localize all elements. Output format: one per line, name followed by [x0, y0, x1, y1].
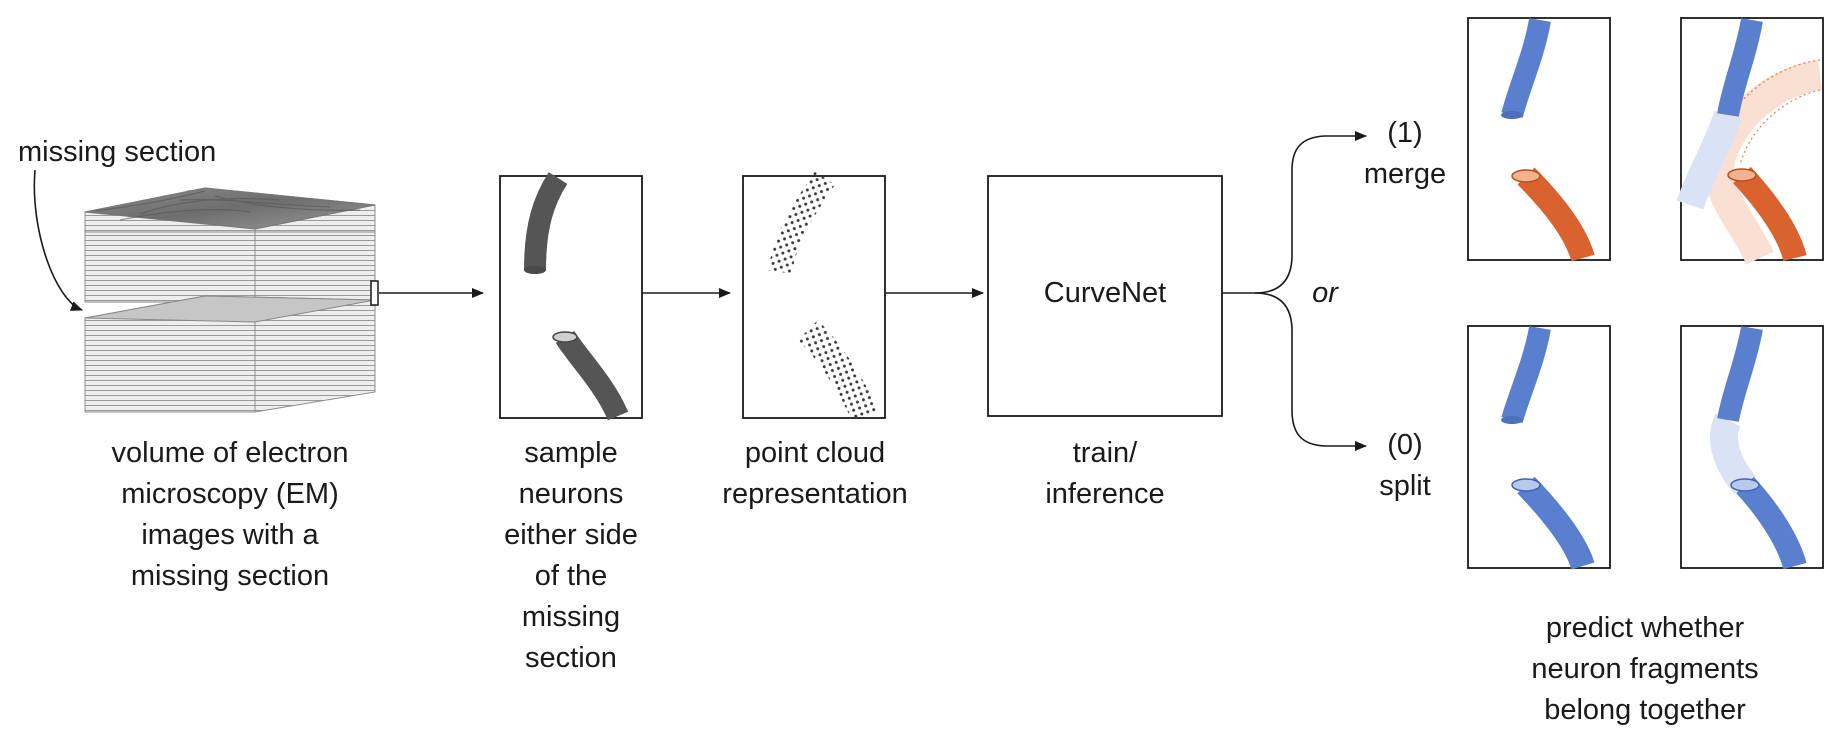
arrow-to-split — [1254, 292, 1367, 451]
caption-line: images with a — [141, 519, 319, 551]
caption-line: point cloud — [744, 437, 886, 469]
caption-line: neuron fragments — [1531, 653, 1759, 685]
em-volume-stack — [84, 187, 379, 413]
caption-line: of the — [534, 560, 608, 592]
merged-blue-ghost — [1676, 110, 1742, 210]
blue-fragment — [1501, 17, 1551, 118]
neuron-fragment-lower — [555, 330, 629, 421]
em-volume-caption: volume of electron microscopy (EM) image… — [60, 433, 400, 597]
caption-line: microscopy (EM) — [121, 478, 339, 510]
point-cloud-lower — [797, 320, 878, 422]
caption-line: representation — [722, 478, 908, 510]
curvenet-box — [987, 175, 1223, 417]
caption-line: belong together — [1544, 694, 1746, 726]
caption-line: either side — [504, 519, 638, 551]
caption-line: neurons — [518, 478, 624, 510]
split-output-label: (0) split — [1345, 425, 1465, 507]
output-code: (0) — [1387, 429, 1423, 461]
split-result-panel — [1680, 325, 1824, 570]
sample-neurons-box — [499, 172, 643, 421]
missing-section-label: missing section — [18, 136, 217, 168]
caption-line: section — [525, 642, 617, 674]
caption-line: volume of electron — [111, 437, 349, 469]
caption-line: train/ — [1072, 437, 1138, 469]
caption-line: inference — [1045, 478, 1165, 510]
merge-output-label: (1) merge — [1345, 113, 1465, 195]
output-name: split — [1379, 470, 1431, 502]
merge-result-panel — [1676, 17, 1824, 265]
result-caption: predict whether neuron fragments belong … — [1480, 608, 1810, 731]
caption-line: missing section — [130, 560, 330, 592]
caption-line: missing — [521, 601, 621, 633]
output-branch — [1222, 131, 1367, 451]
output-name: merge — [1363, 158, 1447, 190]
caption-line: sample — [524, 437, 618, 469]
missing-slice-marker — [370, 280, 379, 306]
em-top-surface — [84, 187, 376, 230]
orange-fragment — [1517, 167, 1595, 262]
train-inference-caption: train/ inference — [1005, 433, 1205, 515]
neuron-fragment-upper — [524, 172, 568, 271]
curvenet-label: CurveNet — [1043, 277, 1167, 309]
or-label: or — [1312, 277, 1338, 309]
point-cloud-caption: point cloud representation — [700, 433, 930, 515]
merge-input-panel — [1467, 17, 1611, 262]
split-input-panel — [1467, 325, 1611, 570]
output-code: (1) — [1387, 117, 1423, 149]
missing-section-arrow — [33, 169, 83, 311]
caption-line: predict whether — [1545, 612, 1745, 644]
point-cloud-box — [742, 171, 886, 422]
arrow-to-merge — [1222, 131, 1367, 294]
point-cloud-upper — [768, 171, 835, 275]
sample-caption: sample neurons either side of the missin… — [481, 433, 661, 679]
